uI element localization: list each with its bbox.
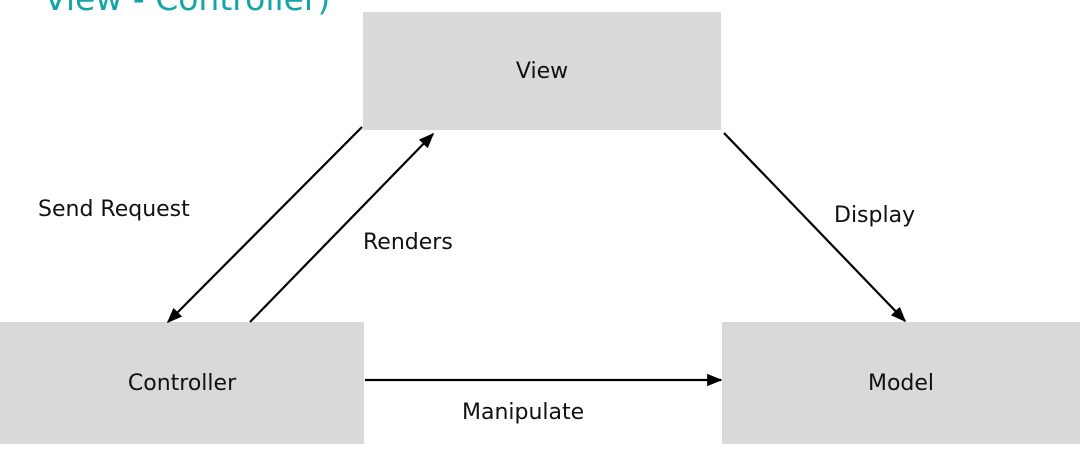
controller-node-label: Controller <box>127 370 237 396</box>
renders-arrow <box>249 132 435 323</box>
view-node-label: View <box>515 58 569 84</box>
send-request-label: Send Request <box>38 197 190 222</box>
model-node: Model <box>722 322 1080 444</box>
view-node: View <box>363 12 721 130</box>
renders-label: Renders <box>363 230 453 255</box>
model-node-label: Model <box>867 370 935 396</box>
display-arrow <box>723 132 907 323</box>
diagram-title: View - Controller) <box>44 0 330 19</box>
send-request-arrow <box>166 126 363 324</box>
controller-node: Controller <box>0 322 364 444</box>
display-label: Display <box>834 203 916 228</box>
manipulate-label: Manipulate <box>462 400 585 425</box>
